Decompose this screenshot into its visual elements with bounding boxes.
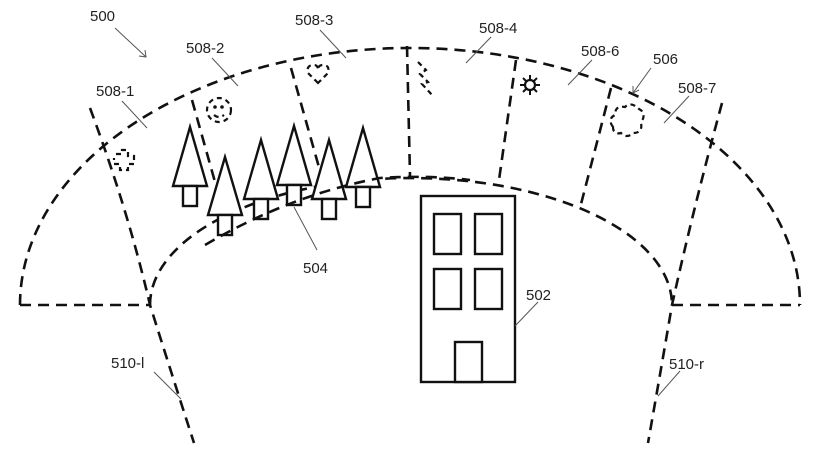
label-510-l: 510-l xyxy=(111,355,144,372)
sun-icon xyxy=(520,75,540,95)
tree-group xyxy=(171,121,382,237)
label-508-6: 508-6 xyxy=(581,43,619,60)
leader-508-7 xyxy=(663,95,690,124)
heart-icon xyxy=(306,63,330,85)
label-508-7: 508-7 xyxy=(678,80,716,97)
label-508-1: 508-1 xyxy=(96,83,134,100)
right-boundary-line xyxy=(646,102,724,444)
label-508-3: 508-3 xyxy=(295,12,333,29)
left-boundary-line xyxy=(88,107,196,444)
leader-502 xyxy=(514,301,539,327)
divider-6-7 xyxy=(578,87,613,209)
leader-500 xyxy=(114,27,147,58)
tree xyxy=(171,122,209,208)
building-window xyxy=(473,212,504,256)
divider-4-6 xyxy=(497,59,518,181)
building-window xyxy=(473,267,504,311)
lightning-icon xyxy=(417,61,434,97)
label-510-r: 510-r xyxy=(669,356,704,373)
puzzle-icon xyxy=(112,148,136,172)
tree xyxy=(344,123,382,209)
label-500: 500 xyxy=(90,8,115,25)
leader-508-2 xyxy=(211,57,239,87)
label-508-4: 508-4 xyxy=(479,20,517,37)
arrowhead-506 xyxy=(632,86,640,94)
leader-508-6 xyxy=(567,59,593,86)
tree xyxy=(242,135,280,221)
tree xyxy=(275,121,313,207)
divider-2-3 xyxy=(289,67,324,179)
label-506: 506 xyxy=(653,51,678,68)
leader-508-4 xyxy=(465,36,492,64)
outer-arc xyxy=(18,46,802,306)
building-window xyxy=(432,267,463,311)
leader-506 xyxy=(632,67,652,94)
cloud-icon xyxy=(609,103,645,138)
building xyxy=(419,194,517,384)
divider-3-4 xyxy=(405,45,412,177)
divider-1-2 xyxy=(190,99,217,183)
leader-504 xyxy=(293,206,318,251)
leader-510-l xyxy=(153,371,182,400)
leader-508-3 xyxy=(319,29,347,59)
building-door xyxy=(453,340,484,384)
tree xyxy=(310,135,348,221)
label-504: 504 xyxy=(303,260,328,277)
building-window xyxy=(432,212,463,256)
arrowhead-500 xyxy=(138,49,147,58)
tree xyxy=(206,152,244,237)
leader-508-1 xyxy=(121,100,148,129)
label-502: 502 xyxy=(526,287,551,304)
label-508-2: 508-2 xyxy=(186,40,224,57)
leader-510-r xyxy=(657,370,681,397)
smiley-face-icon xyxy=(205,96,233,124)
